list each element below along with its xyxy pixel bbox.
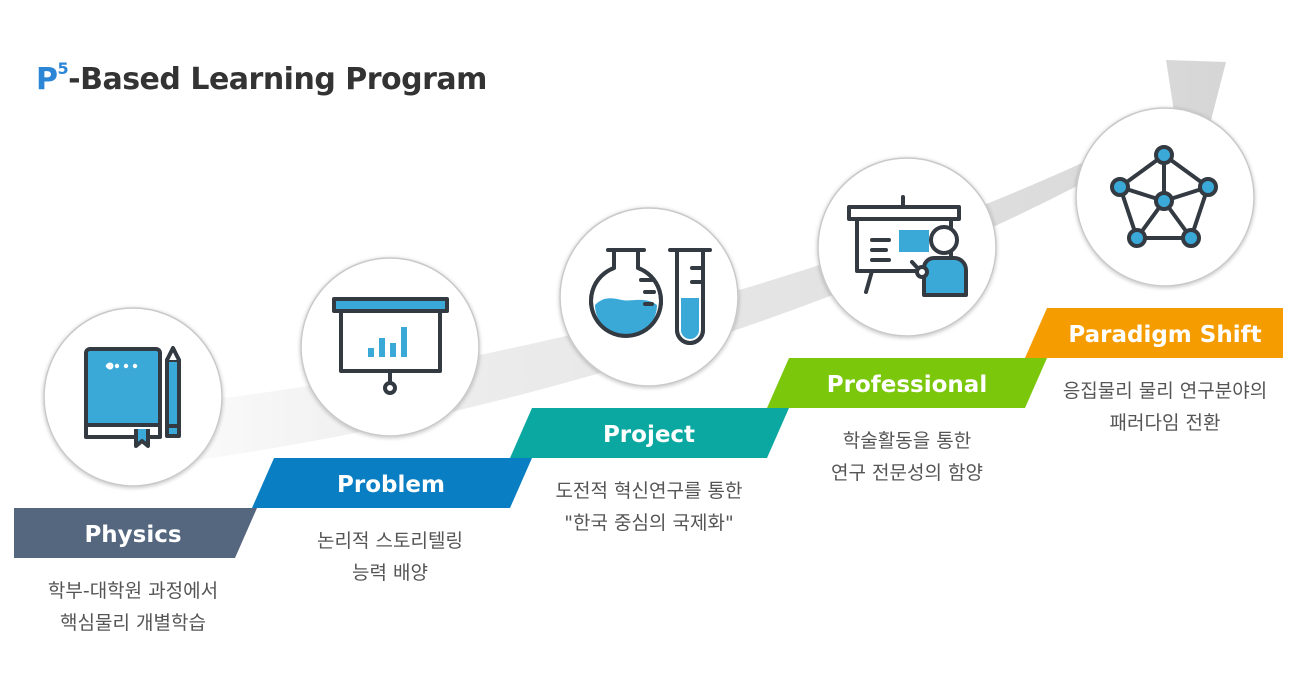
circle-project	[559, 207, 739, 387]
circle-problem	[300, 257, 480, 437]
step-label-project: Project	[603, 422, 695, 448]
desc-problem-line1: 논리적 스토리텔링	[317, 530, 463, 552]
desc-project-line1: 도전적 혁신연구를 통한	[555, 480, 743, 502]
network-icon	[1110, 145, 1218, 248]
desc-physics-line2: 핵심물리 개별학습	[60, 612, 206, 634]
flask-testtube-icon	[589, 248, 712, 345]
desc-professional-line1: 학술활동을 통한	[842, 430, 972, 452]
step-band-professional	[767, 358, 1047, 408]
step-label-physics: Physics	[84, 522, 181, 548]
circle-professional	[817, 157, 997, 337]
step-band-problem	[252, 458, 532, 508]
desc-physics-line1: 학부-대학원 과정에서	[47, 580, 219, 602]
step-band-project	[510, 408, 789, 458]
step-label-problem: Problem	[337, 472, 445, 498]
lecturer-board-icon	[847, 195, 968, 297]
desc-professional-line2: 연구 전문성의 함양	[831, 462, 983, 484]
desc-problem: 논리적 스토리텔링 능력 배양	[270, 525, 510, 589]
desc-problem-line2: 능력 배양	[352, 562, 428, 584]
title-rest: -Based Learning Program	[68, 62, 487, 97]
growth-arrow	[120, 60, 1226, 470]
step-label-professional: Professional	[827, 372, 987, 398]
circle-paradigm	[1075, 107, 1255, 287]
desc-paradigm: 응집물리 물리 연구분야의 패러다임 전환	[1035, 375, 1295, 439]
desc-professional: 학술활동을 통한 연구 전문성의 함양	[787, 425, 1027, 489]
step-label-paradigm: Paradigm Shift	[1068, 322, 1261, 348]
desc-paradigm-line2: 패러다임 전환	[1109, 412, 1221, 434]
desc-physics: 학부-대학원 과정에서 핵심물리 개별학습	[13, 575, 253, 639]
desc-project: 도전적 혁신연구를 통한 "한국 중심의 국제화"	[519, 475, 779, 539]
step-band-paradigm	[1025, 308, 1283, 358]
desc-project-line2: "한국 중심의 국제화"	[564, 512, 734, 534]
title-superscript: 5	[57, 59, 69, 78]
desc-paradigm-line1: 응집물리 물리 연구분야의	[1062, 380, 1268, 402]
circle-physics	[43, 307, 223, 487]
step-band-physics	[14, 508, 257, 558]
title-prefix: P	[36, 62, 58, 97]
presentation-chart-icon	[332, 297, 449, 395]
page-title: P5-Based Learning Program	[36, 59, 487, 97]
book-pencil-icon	[84, 346, 181, 448]
